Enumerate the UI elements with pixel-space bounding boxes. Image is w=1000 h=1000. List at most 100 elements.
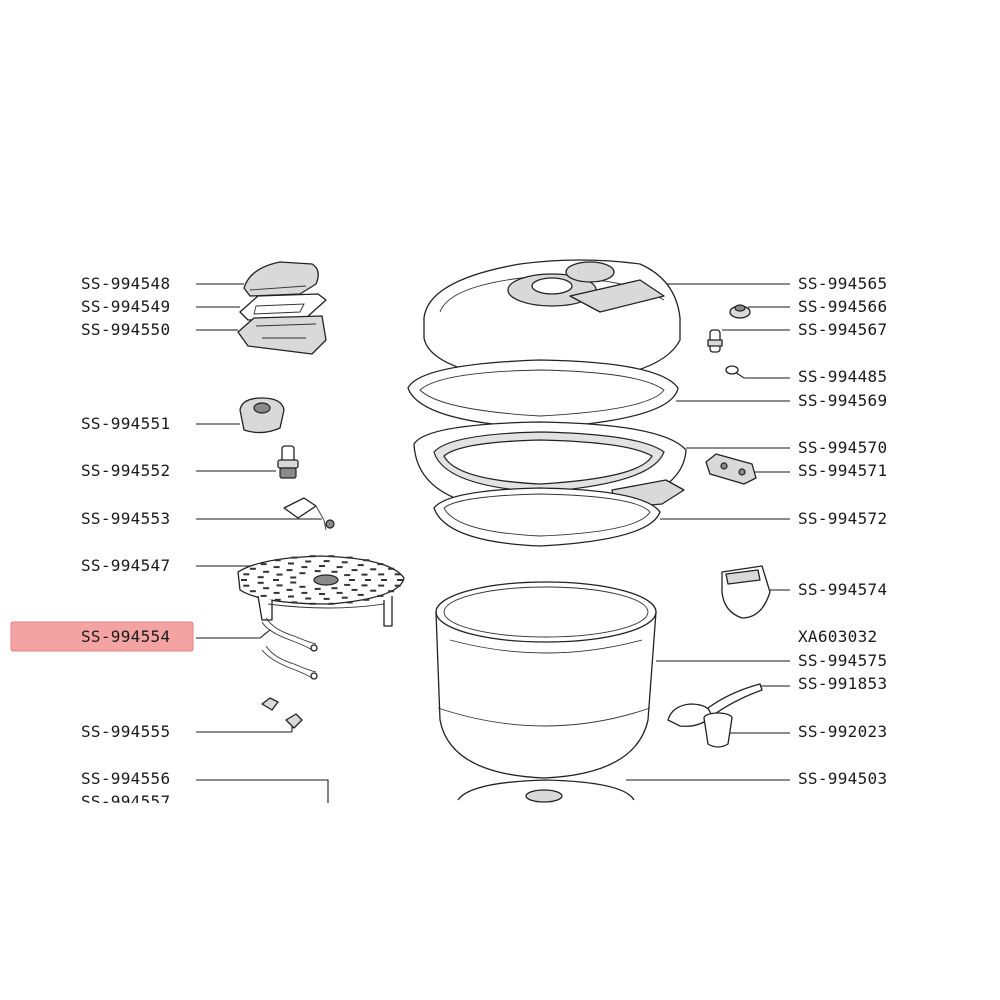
tray-hole [274,559,281,562]
knob-part [239,397,285,434]
tray-hole [301,591,308,594]
part-label-ss-994547[interactable]: SS-994547 [81,556,170,575]
part-label-ss-994503[interactable]: SS-994503 [798,769,887,788]
tray-hole [323,597,330,600]
tray-hole [299,572,306,575]
part-label-ss-994550[interactable]: SS-994550 [81,320,170,339]
tray-hole [397,579,403,581]
tray-hole [309,602,316,605]
tray-hole [381,579,387,581]
part-label-ss-994555[interactable]: SS-994555 [81,722,170,741]
part-label-ss-994569[interactable]: SS-994569 [798,391,887,410]
right-leader-lines [626,283,790,781]
tray-hole [290,581,297,584]
gasket-part [433,487,661,547]
tray-hole [388,590,395,593]
part-label-ss-994566[interactable]: SS-994566 [798,297,887,316]
tray-hole [299,585,306,588]
handle-cap-part [243,261,319,297]
part-label-ss-994570[interactable]: SS-994570 [798,438,887,457]
tray-hole [331,587,338,590]
part-label-ss-994553[interactable]: SS-994553 [81,509,170,528]
tray-hole [377,594,384,597]
tray-hole [257,581,264,584]
steam-tray-part [237,555,405,627]
tray-hole [273,591,280,594]
tray-hole [305,560,312,563]
tray-hole [349,579,355,581]
part-label-ss-994556[interactable]: SS-994556 [81,769,170,788]
part-label-ss-994575[interactable]: SS-994575 [798,651,887,670]
small-seal-part [725,365,739,375]
part-label-ss-994552[interactable]: SS-994552 [81,461,170,480]
handle-plate-part [239,293,327,321]
tray-hole [263,570,270,573]
part-label-ss-994485[interactable]: SS-994485 [798,367,887,386]
lid-ring-part [413,421,687,509]
tray-hole [291,601,298,604]
tray-hole [370,589,377,592]
part-label-ss-994549[interactable]: SS-994549 [81,297,170,316]
part-label-ss-994557[interactable]: SS-994557 [81,792,170,811]
tray-hole [346,556,353,559]
valve-pin-part [707,329,723,353]
part-label-ss-994572[interactable]: SS-994572 [798,509,887,528]
tray-hole [243,573,250,576]
part-label-ss-994574[interactable]: SS-994574 [798,580,887,599]
tray-hole [290,576,297,579]
tray-hole [394,573,401,576]
part-label-xa603032[interactable]: XA603032 [798,627,877,646]
part-label-ss-994567[interactable]: SS-994567 [798,320,887,339]
tray-hole [361,584,368,587]
part-label-ss-994554[interactable]: SS-994554 [81,627,170,646]
tray-hole [370,568,377,571]
tray-hole [319,593,325,595]
valve-nut-part [729,304,751,319]
tray-hole [388,567,395,570]
part-label-ss-994565[interactable]: SS-994565 [798,274,887,293]
handle-base-part [237,315,327,355]
tray-hole [260,594,267,597]
tray-hole [286,588,293,591]
tray-hole [301,566,308,569]
measuring-cup-part [703,712,733,748]
tray-hole [331,570,338,573]
tray-holes [241,555,403,605]
latch-part [705,453,757,485]
tray-hole [363,559,370,562]
tray-hole [346,601,353,604]
tray-hole [377,563,384,566]
tray-hole [291,556,298,559]
part-label-ss-991853[interactable]: SS-991853 [798,674,887,693]
tray-hole [305,597,312,600]
small-clip-part [261,697,303,729]
tray-hole [328,602,335,605]
tray-hole [273,566,280,569]
tray-hole [336,566,343,569]
tray-hole [309,555,316,558]
part-label-ss-994551[interactable]: SS-994551 [81,414,170,433]
tray-hole [378,573,385,576]
tray-hole [249,567,256,570]
tray-hole [260,563,267,566]
tray-hole [341,561,348,564]
tray-hole [319,565,325,567]
tray-hole [241,579,247,581]
tray-hole [243,584,250,587]
tray-hole [365,579,371,581]
tray-hole [361,573,368,576]
tray-hole [276,573,283,576]
tray-hole [344,574,351,577]
tray-hole [276,584,283,587]
tray-hole [336,591,343,594]
tray-hole [394,584,401,587]
part-label-ss-992023[interactable]: SS-992023 [798,722,887,741]
tray-hole [357,593,364,596]
spoon-part [667,683,763,727]
part-label-ss-994548[interactable]: SS-994548 [81,274,170,293]
tray-hole [249,590,256,593]
tray-hole [357,564,364,567]
part-label-ss-994571[interactable]: SS-994571 [798,461,887,480]
base-part [457,779,635,803]
